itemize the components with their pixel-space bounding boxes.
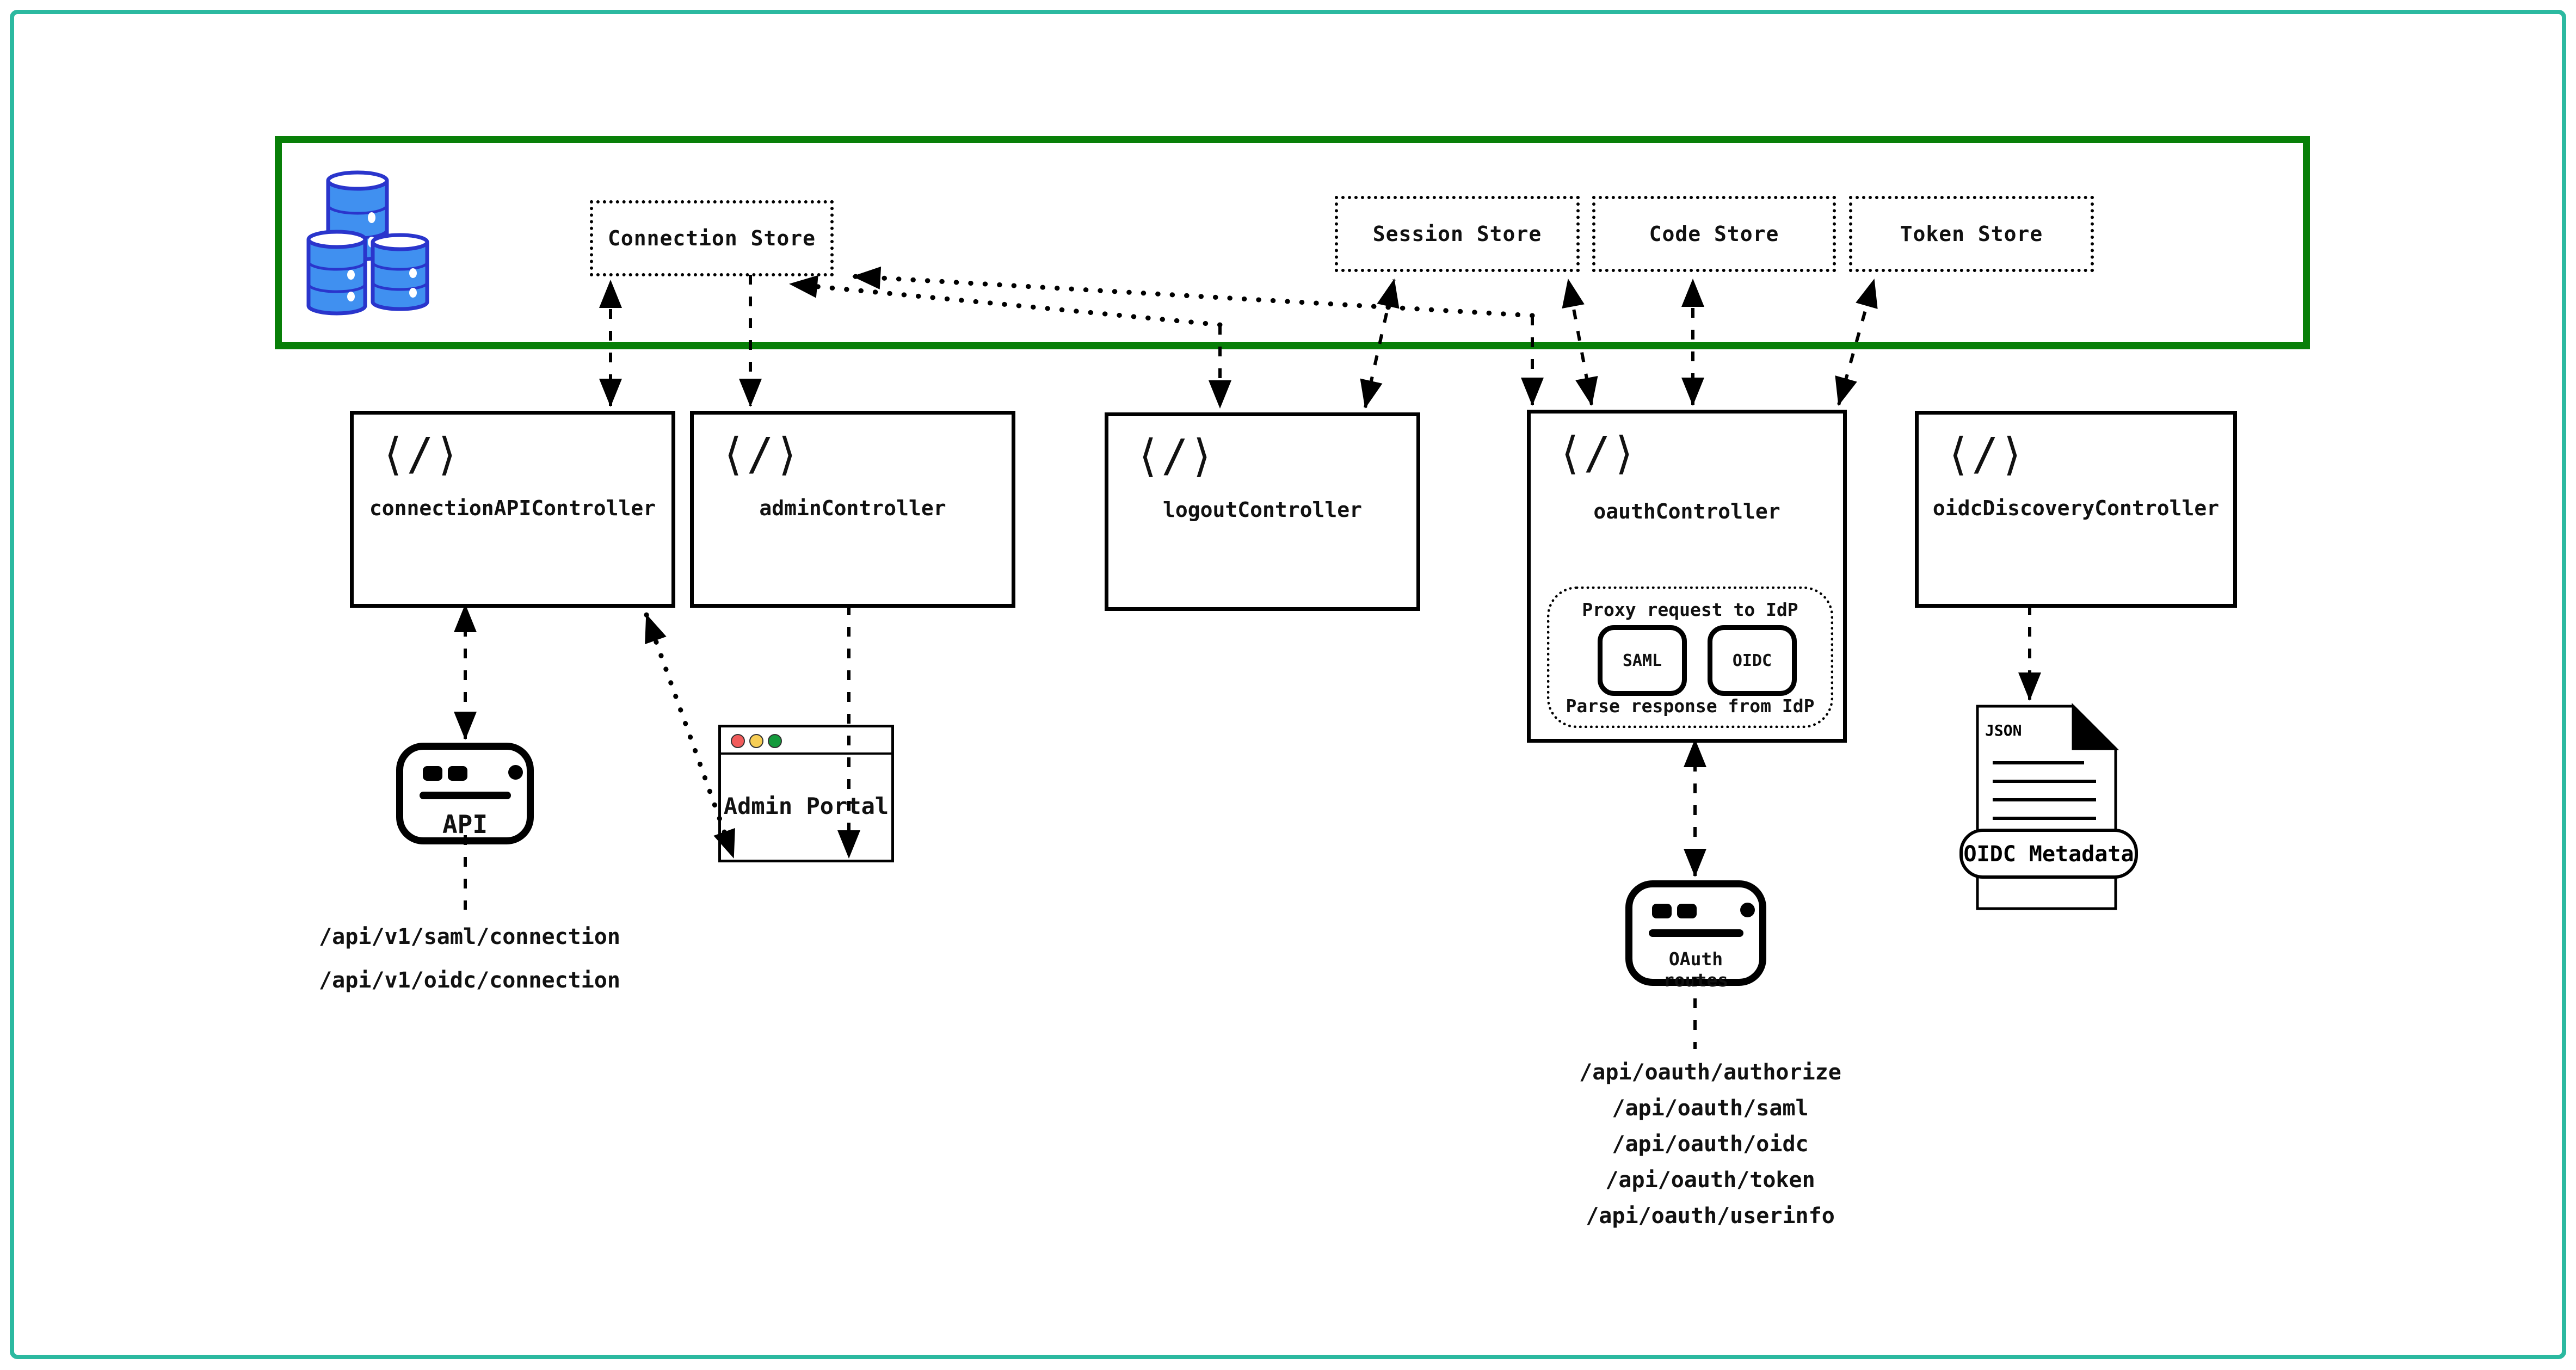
api-app-icon: API	[396, 743, 534, 844]
connection-store: Connection Store	[590, 200, 834, 276]
saml-label: SAML	[1622, 651, 1662, 670]
route-item: /api/oauth/token	[1605, 1168, 1815, 1193]
session-store-label: Session Store	[1372, 222, 1542, 246]
outer-frame	[10, 10, 2566, 1359]
minimize-icon	[749, 734, 763, 748]
connection-store-label: Connection Store	[607, 226, 816, 250]
code-icon: ⟨/⟩	[380, 429, 461, 480]
database-icon	[306, 170, 429, 316]
token-store: Token Store	[1849, 196, 2094, 272]
route-item: /api/oauth/authorize	[1579, 1060, 1841, 1085]
oidc-metadata-document: JSON OIDC Metadata	[1959, 702, 2138, 910]
route-item: /api/v1/saml/connection	[319, 924, 620, 949]
metadata-ribbon	[1959, 829, 2138, 879]
json-label: JSON	[1985, 721, 2022, 739]
code-store: Code Store	[1592, 196, 1836, 272]
code-icon: ⟨/⟩	[1557, 428, 1638, 479]
oauth-route-list: /api/oauth/authorize /api/oauth/saml /ap…	[1493, 1054, 1928, 1234]
idp-proxy-box: Proxy request to IdP SAML OIDC Parse res…	[1547, 587, 1833, 728]
address-bar	[1649, 929, 1743, 937]
maximize-icon	[768, 734, 782, 748]
address-bar	[420, 792, 511, 799]
code-icon: ⟨/⟩	[720, 429, 801, 480]
window-control	[448, 766, 467, 781]
connection-api-controller: ⟨/⟩ connectionAPIController	[350, 411, 675, 608]
window-control	[1677, 904, 1697, 918]
oidc-metadata-label: OIDC Metadata	[1963, 842, 2134, 867]
window-titlebar	[721, 727, 891, 755]
session-store: Session Store	[1335, 196, 1580, 272]
admin-controller-label: adminController	[759, 496, 946, 520]
code-icon: ⟨/⟩	[1135, 430, 1216, 482]
window-control	[1740, 903, 1755, 917]
folded-corner-icon	[2072, 702, 2119, 750]
admin-controller: ⟨/⟩ adminController	[690, 411, 1015, 608]
oidc-label: OIDC	[1732, 651, 1772, 670]
api-route-list: /api/v1/saml/connection /api/v1/oidc/con…	[252, 915, 687, 1002]
parse-response-label: Parse response from IdP	[1566, 695, 1815, 717]
oauth-routes-label: OAuth routes	[1663, 948, 1729, 991]
oauth-controller-label: oauthController	[1593, 499, 1780, 523]
oauth-routes-icon: OAuth routes	[1625, 880, 1766, 991]
window-control	[508, 765, 523, 780]
admin-portal-window: Admin Portal	[718, 725, 894, 862]
window-control	[1652, 904, 1672, 918]
route-item: /api/v1/oidc/connection	[319, 968, 620, 993]
code-store-label: Code Store	[1649, 222, 1779, 246]
api-label: API	[442, 810, 488, 839]
logout-controller: ⟨/⟩ logoutController	[1105, 412, 1420, 611]
token-store-label: Token Store	[1900, 222, 2043, 246]
close-icon	[731, 734, 745, 748]
connection-api-controller-label: connectionAPIController	[369, 496, 656, 520]
route-item: /api/oauth/oidc	[1612, 1132, 1809, 1157]
oidc-discovery-controller: ⟨/⟩ oidcDiscoveryController	[1915, 411, 2237, 608]
saml-box: SAML	[1598, 625, 1687, 696]
route-item: /api/oauth/saml	[1612, 1096, 1809, 1121]
route-item: /api/oauth/userinfo	[1586, 1204, 1835, 1229]
logout-controller-label: logoutController	[1162, 498, 1363, 522]
oidc-box: OIDC	[1708, 625, 1797, 696]
oauth-controller: ⟨/⟩ oauthController Proxy request to IdP…	[1527, 410, 1847, 743]
code-icon: ⟨/⟩	[1945, 429, 2026, 480]
oidc-discovery-controller-label: oidcDiscoveryController	[1932, 496, 2220, 520]
admin-portal-label: Admin Portal	[723, 793, 889, 819]
window-control	[423, 766, 442, 781]
proxy-request-label: Proxy request to IdP	[1582, 599, 1798, 620]
